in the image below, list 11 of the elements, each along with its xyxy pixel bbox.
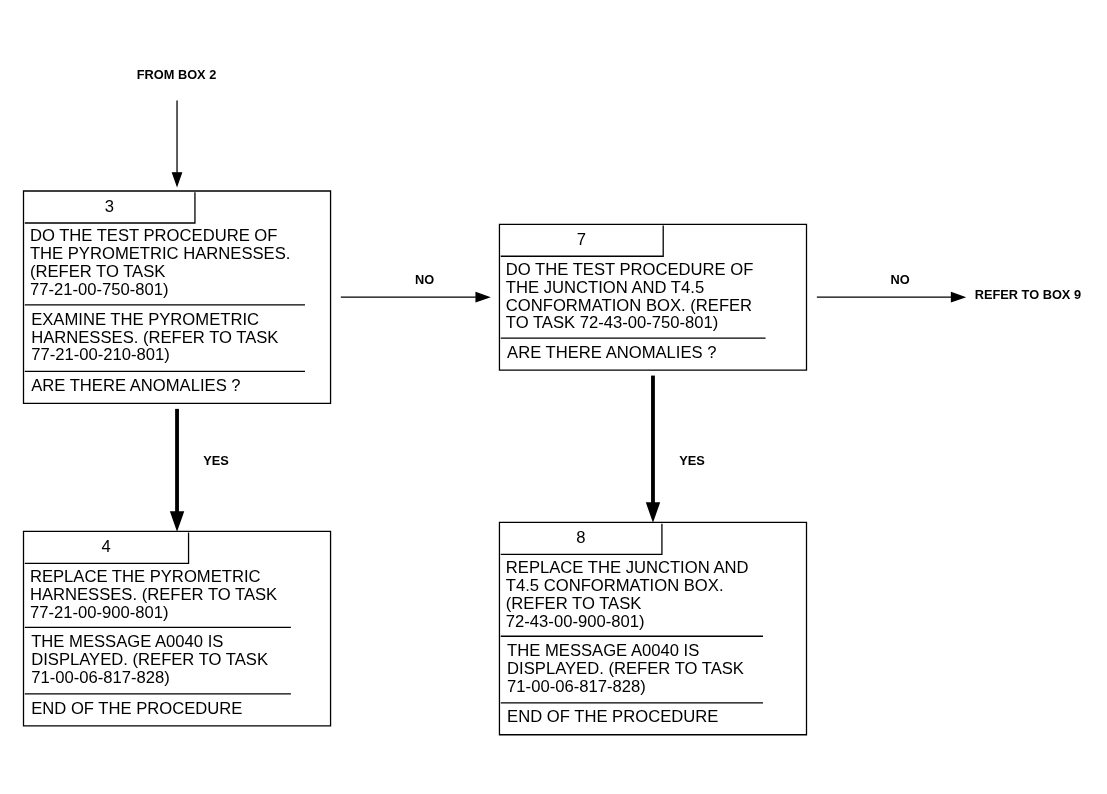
node-text: REFER TO BOX 9	[974, 287, 1082, 303]
edge-label: NO	[890, 271, 910, 287]
node-text: FROM BOX 2	[136, 67, 217, 83]
arrow	[340, 291, 491, 303]
arrow	[169, 408, 185, 532]
edge-label: YES	[679, 453, 705, 469]
edge-label: NO	[415, 271, 435, 287]
edge-label: YES	[203, 453, 229, 469]
arrow	[816, 291, 967, 303]
arrow	[171, 99, 183, 188]
arrow	[645, 375, 661, 523]
